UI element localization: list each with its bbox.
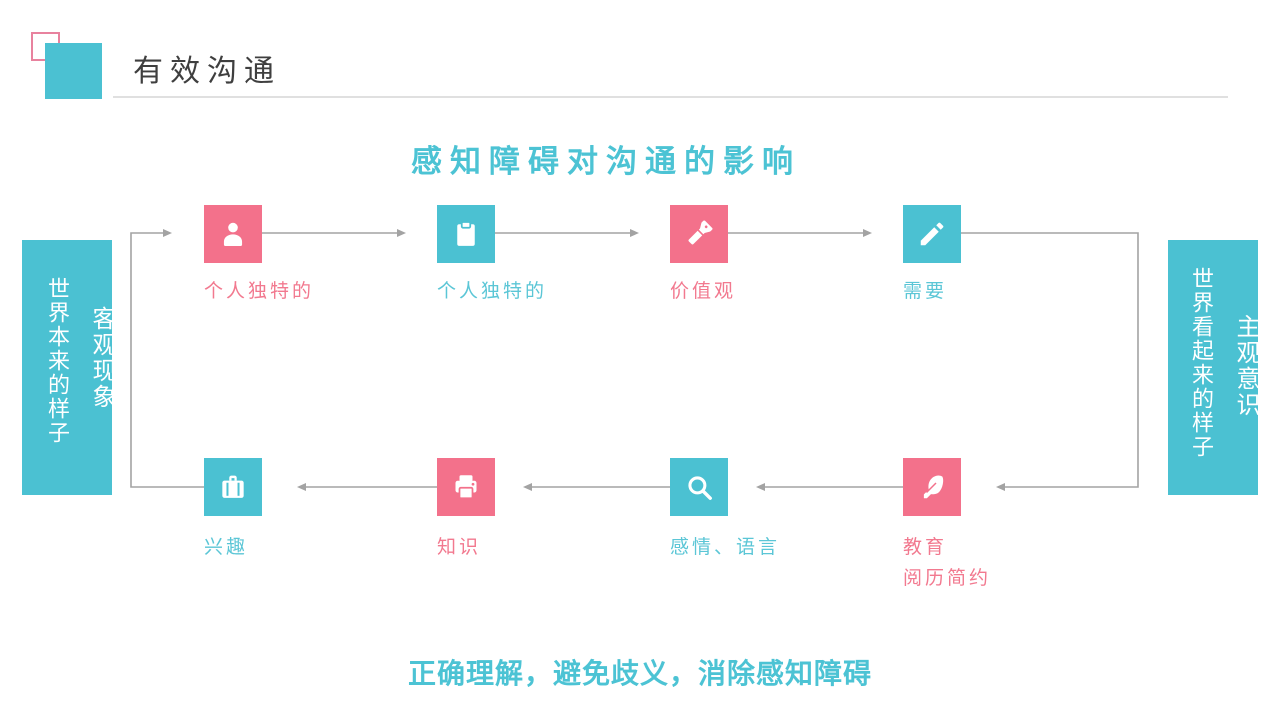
left-banner: 世界本来的样子 客观现象	[22, 240, 114, 495]
header-divider	[113, 96, 1228, 98]
flow-node-bottom-4	[903, 458, 961, 516]
conclusion-text: 正确理解，避免歧义，消除感知障碍	[407, 659, 872, 690]
flow-node-top-1	[204, 205, 262, 263]
node-label-top-4: 需要	[903, 281, 948, 302]
briefcase-icon	[222, 475, 244, 498]
node-label-top-2: 个人独特的	[437, 281, 548, 302]
decor-filled-square	[45, 43, 102, 99]
node-label-bottom-4-line2: 阅历简约	[903, 568, 992, 589]
right-banner-main-text: 世界看起来的样子	[1189, 267, 1214, 459]
left-banner-main-text: 世界本来的样子	[45, 277, 70, 445]
node-label-bottom-4: 教育 阅历简约	[903, 532, 991, 594]
node-label-top-1: 个人独特的	[204, 281, 315, 302]
node-label-top-3: 价值观	[670, 281, 737, 302]
node-label-bottom-3: 感情、语言	[670, 537, 781, 558]
search-icon	[688, 476, 712, 500]
flow-node-bottom-2	[437, 458, 495, 516]
clipboard-icon	[457, 221, 475, 246]
node-label-bottom-1: 兴趣	[204, 537, 249, 558]
flow-node-bottom-3	[670, 458, 728, 516]
right-banner: 世界看起来的样子 主观意识	[1168, 240, 1258, 495]
flashlight-icon	[688, 220, 713, 245]
slide-title: 有效沟通	[133, 55, 281, 88]
node-label-bottom-2: 知识	[437, 537, 482, 558]
flow-node-top-2	[437, 205, 495, 263]
pencil-icon	[920, 222, 944, 246]
flow-node-bottom-1	[204, 458, 262, 516]
printer-icon	[455, 475, 477, 500]
right-banner-sub-text: 主观意识	[1232, 314, 1258, 418]
left-banner-sub-text: 客观现象	[88, 306, 114, 410]
section-heading: 感知障碍对沟通的影响	[411, 144, 801, 179]
node-label-bottom-4-line1: 教育	[903, 537, 948, 558]
feather-icon	[923, 475, 944, 499]
user-icon	[223, 222, 243, 246]
flow-node-top-4	[903, 205, 961, 263]
flow-node-top-3	[670, 205, 728, 263]
